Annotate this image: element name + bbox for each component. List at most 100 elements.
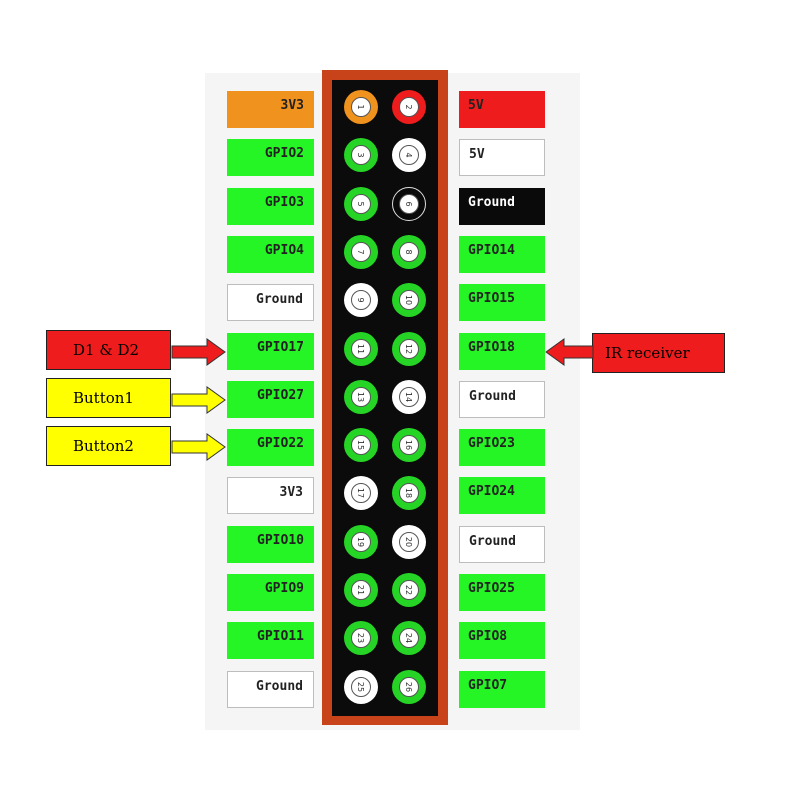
pin-label-text: GPIO23 bbox=[468, 436, 515, 451]
pin-number: 22 bbox=[399, 580, 419, 600]
left-pin-label: Ground bbox=[227, 671, 314, 708]
pin-label-text: GPIO18 bbox=[468, 340, 515, 355]
pin-20: 20 bbox=[392, 525, 426, 559]
pin-label-text: GPIO4 bbox=[264, 243, 304, 258]
pin-19: 19 bbox=[344, 525, 378, 559]
left-pin-label: GPIO4 bbox=[227, 236, 314, 273]
pin-label-text: GPIO9 bbox=[264, 581, 304, 596]
right-pin-label: 5V bbox=[459, 91, 545, 128]
pin-label-text: Ground bbox=[469, 534, 516, 549]
pin-number: 12 bbox=[399, 339, 419, 359]
right-pin-label: Ground bbox=[459, 526, 545, 563]
pin-number: 14 bbox=[399, 387, 419, 407]
button1-tag: Button1 bbox=[46, 378, 171, 418]
pin-label-text: 3V3 bbox=[279, 485, 303, 500]
pin-label-text: Ground bbox=[469, 389, 516, 404]
left-pin-label: GPIO10 bbox=[227, 526, 314, 563]
pin-25: 25 bbox=[344, 670, 378, 704]
pin-24: 24 bbox=[392, 621, 426, 655]
button2-tag: Button2 bbox=[46, 426, 171, 466]
pin-number: 13 bbox=[351, 387, 371, 407]
pin-6: 6 bbox=[392, 187, 426, 221]
pin-number: 17 bbox=[351, 483, 371, 503]
right-pin-label: GPIO14 bbox=[459, 236, 545, 273]
pin-9: 9 bbox=[344, 283, 378, 317]
arrow-left-icon bbox=[545, 338, 594, 366]
pin-23: 23 bbox=[344, 621, 378, 655]
pin-number: 8 bbox=[399, 242, 419, 262]
pin-16: 16 bbox=[392, 428, 426, 462]
left-pin-label: Ground bbox=[227, 284, 314, 321]
pin-26: 26 bbox=[392, 670, 426, 704]
pin-number: 19 bbox=[351, 532, 371, 552]
pin-label-text: GPIO7 bbox=[468, 678, 508, 693]
pin-label-text: GPIO24 bbox=[468, 484, 515, 499]
left-pin-label: GPIO22 bbox=[227, 429, 314, 466]
pin-label-text: GPIO10 bbox=[257, 533, 304, 548]
left-pin-label: GPIO2 bbox=[227, 139, 314, 176]
pin-label-text: GPIO27 bbox=[257, 388, 304, 403]
pin-number: 3 bbox=[351, 145, 371, 165]
pin-number: 5 bbox=[351, 194, 371, 214]
pin-number: 18 bbox=[399, 483, 419, 503]
right-pin-label: Ground bbox=[459, 188, 545, 225]
right-pin-label: Ground bbox=[459, 381, 545, 418]
pin-3: 3 bbox=[344, 138, 378, 172]
pin-label-text: GPIO15 bbox=[468, 291, 515, 306]
pin-label-text: GPIO22 bbox=[257, 436, 304, 451]
left-pin-label: GPIO9 bbox=[227, 574, 314, 611]
pin-label-text: Ground bbox=[468, 195, 515, 210]
pin-label-text: 3V3 bbox=[280, 98, 304, 113]
arrow-right-icon bbox=[171, 338, 226, 366]
arrow-right-icon bbox=[171, 386, 226, 414]
right-pin-label: GPIO15 bbox=[459, 284, 545, 321]
right-pin-label: 5V bbox=[459, 139, 545, 176]
pin-label-text: GPIO14 bbox=[468, 243, 515, 258]
button2-label: Button2 bbox=[73, 437, 134, 455]
pin-7: 7 bbox=[344, 235, 378, 269]
d1-d2-label: D1 & D2 bbox=[73, 341, 140, 359]
pin-4: 4 bbox=[392, 138, 426, 172]
pin-number: 7 bbox=[351, 242, 371, 262]
pin-number: 4 bbox=[399, 145, 419, 165]
ir-receiver-label: IR receiver bbox=[605, 344, 690, 362]
left-pin-label: GPIO3 bbox=[227, 188, 314, 225]
pin-number: 10 bbox=[399, 290, 419, 310]
pin-number: 6 bbox=[399, 194, 419, 214]
left-pin-label: 3V3 bbox=[227, 477, 314, 514]
left-pin-label: GPIO27 bbox=[227, 381, 314, 418]
pin-number: 15 bbox=[351, 435, 371, 455]
right-pin-label: GPIO7 bbox=[459, 671, 545, 708]
pin-label-text: GPIO17 bbox=[257, 340, 304, 355]
ir-receiver-tag: IR receiver bbox=[592, 333, 725, 373]
pin-5: 5 bbox=[344, 187, 378, 221]
left-pin-label: GPIO17 bbox=[227, 333, 314, 370]
pin-13: 13 bbox=[344, 380, 378, 414]
pin-label-text: Ground bbox=[256, 679, 303, 694]
pin-number: 2 bbox=[399, 97, 419, 117]
left-pin-label: GPIO11 bbox=[227, 622, 314, 659]
pin-1: 1 bbox=[344, 90, 378, 124]
pin-14: 14 bbox=[392, 380, 426, 414]
pin-2: 2 bbox=[392, 90, 426, 124]
pin-number: 9 bbox=[351, 290, 371, 310]
pin-label-text: GPIO25 bbox=[468, 581, 515, 596]
right-pin-label: GPIO18 bbox=[459, 333, 545, 370]
right-pin-label: GPIO23 bbox=[459, 429, 545, 466]
pin-number: 25 bbox=[351, 677, 371, 697]
pin-21: 21 bbox=[344, 573, 378, 607]
pin-label-text: GPIO2 bbox=[264, 146, 304, 161]
pin-12: 12 bbox=[392, 332, 426, 366]
arrow-right-icon bbox=[171, 433, 226, 461]
pin-label-text: GPIO3 bbox=[264, 195, 304, 210]
pin-number: 16 bbox=[399, 435, 419, 455]
d1-d2-tag: D1 & D2 bbox=[46, 330, 171, 370]
right-pin-label: GPIO8 bbox=[459, 622, 545, 659]
pin-15: 15 bbox=[344, 428, 378, 462]
pin-label-text: 5V bbox=[469, 147, 485, 162]
pin-22: 22 bbox=[392, 573, 426, 607]
pin-17: 17 bbox=[344, 476, 378, 510]
pin-number: 24 bbox=[399, 628, 419, 648]
button1-label: Button1 bbox=[73, 389, 134, 407]
pin-label-text: 5V bbox=[468, 98, 484, 113]
